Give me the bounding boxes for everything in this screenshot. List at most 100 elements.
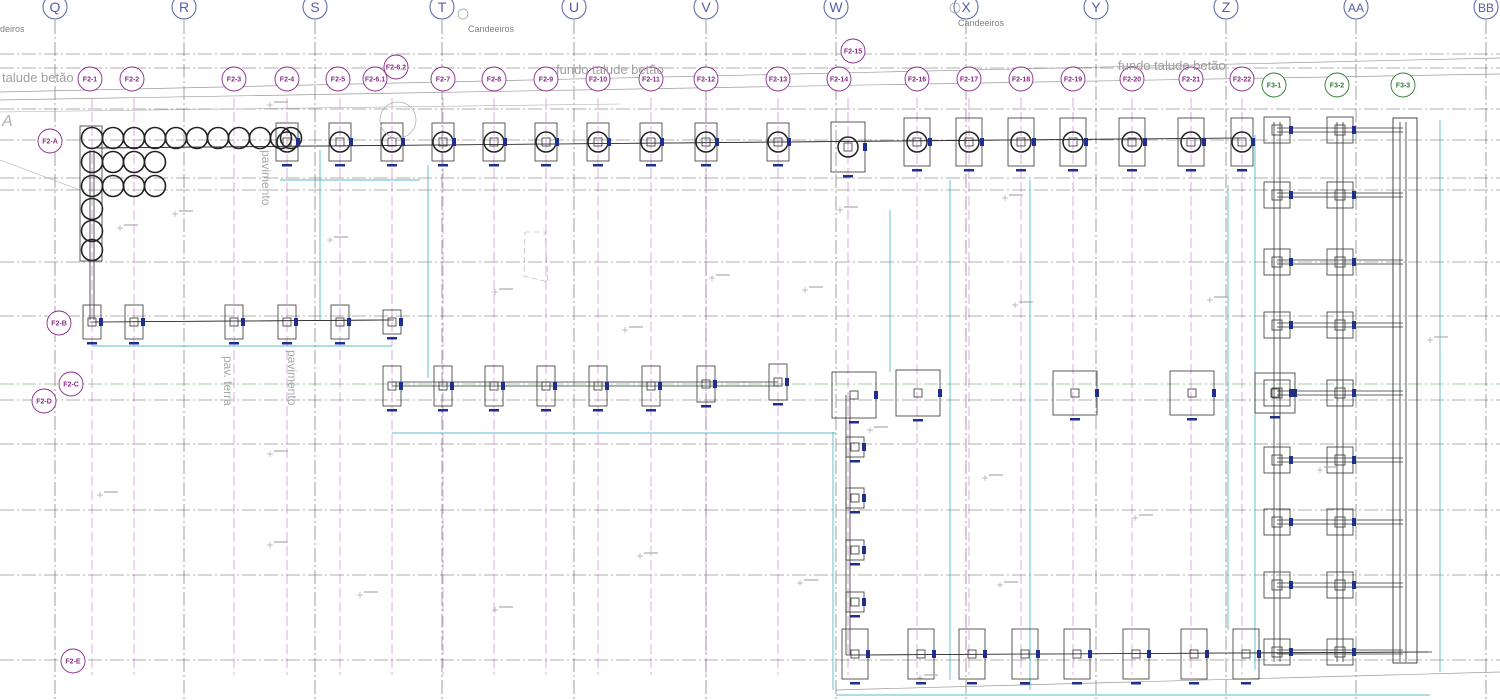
pile-circle [958, 131, 980, 153]
dimension-marker [1237, 169, 1247, 172]
column-box [1186, 137, 1196, 147]
column-box [1334, 579, 1346, 591]
footing-outline [845, 591, 865, 613]
bubble-circle [429, 0, 455, 20]
dimension-marker [296, 138, 300, 146]
pile-circle [206, 126, 230, 150]
dimension-marker [928, 138, 932, 146]
column-box [1016, 137, 1026, 147]
dimension-marker [787, 138, 791, 146]
bubble-label: F3-3 [1396, 83, 1411, 90]
pile-circle [101, 174, 125, 198]
bubble-label: F2-17 [960, 77, 978, 84]
bubble-circle [693, 0, 719, 20]
pile-footing [328, 122, 353, 167]
bubble-label: F2-B [51, 321, 67, 328]
footing [382, 309, 403, 340]
footing-outline [1169, 370, 1215, 416]
footing [484, 365, 505, 412]
bubble-label: F2-16 [908, 77, 926, 84]
dimension-marker [1257, 650, 1261, 658]
dimension-marker [593, 164, 603, 167]
dimension-marker [1020, 682, 1030, 685]
bubble-circle [46, 310, 72, 336]
footing [224, 304, 245, 345]
bubble-circle [119, 66, 145, 92]
pile-footing [903, 117, 932, 172]
bubble-circle [1083, 0, 1109, 20]
column-box [1271, 256, 1283, 268]
label-f2-4: F2-4 [274, 66, 300, 92]
dimension-marker [282, 342, 292, 345]
column-box [964, 137, 974, 147]
bubble-circle [37, 128, 63, 154]
column-box [541, 381, 551, 391]
dimension-marker [141, 318, 145, 326]
dimension-marker [1068, 169, 1078, 172]
footing [330, 304, 351, 345]
column-box [701, 137, 711, 147]
pile-footing [1118, 117, 1147, 172]
dimension-marker [912, 169, 922, 172]
pavimento-text-1: pavimento [259, 150, 273, 206]
column-box [1271, 124, 1283, 136]
column-box [1270, 388, 1280, 398]
bubble-label: F2-A [42, 139, 58, 146]
footing [536, 365, 557, 412]
label-f2-20: F2-20 [1119, 66, 1145, 92]
pile-circle [837, 136, 859, 158]
pile-circle [279, 126, 303, 150]
pile-cap-outline [79, 125, 103, 262]
bubble-circle [904, 66, 930, 92]
letter-a-text: A [1, 113, 13, 130]
pile-circle [906, 131, 928, 153]
dimension-marker [1293, 389, 1297, 397]
bubble-circle [826, 66, 852, 92]
dimension-marker [1289, 191, 1293, 199]
label-f2-1: F2-1 [77, 66, 103, 92]
f3-footing [1263, 571, 1291, 599]
dimension-marker [607, 138, 611, 146]
pile-circle [185, 126, 209, 150]
column-box [1271, 579, 1283, 591]
footing [641, 365, 662, 412]
bubble-circle [274, 66, 300, 92]
dimension-marker [938, 389, 942, 397]
column-box [916, 649, 926, 659]
label-f3-3: F3-3 [1390, 72, 1416, 98]
dimension-marker [335, 164, 345, 167]
pile-cluster [79, 125, 303, 262]
bubble-circle [58, 371, 84, 397]
footing-outline [845, 539, 865, 561]
dimension-marker [862, 546, 866, 554]
bubble-label: F2-7 [436, 77, 451, 84]
label-f2-2: F2-2 [119, 66, 145, 92]
f3-footing [1326, 571, 1354, 599]
column-box [229, 317, 239, 327]
f3-footing [1326, 638, 1354, 666]
pile-circle [1121, 131, 1143, 153]
grid-bubble-u: U [561, 0, 587, 20]
grid-bubble-x: X [953, 0, 979, 20]
pile-circle [101, 150, 125, 174]
dimension-marker [99, 318, 103, 326]
grid-label: V [701, 0, 711, 15]
bubble-label: F2-6.2 [386, 65, 406, 72]
pile-footing [431, 122, 456, 167]
talude-mid-text: fundo talude betão [556, 62, 664, 77]
column-box [1271, 516, 1283, 528]
f3-footing [1326, 508, 1354, 536]
bubble-circle [765, 66, 791, 92]
foundations [82, 117, 1297, 685]
bubble-label: F2-9 [539, 77, 554, 84]
pile-footing [275, 122, 300, 167]
dimension-marker [916, 682, 926, 685]
dimension-marker [282, 164, 292, 167]
pile-circle [101, 126, 125, 150]
bubble-label: F2-10 [589, 77, 607, 84]
column-box [387, 137, 397, 147]
f3-footing [1263, 116, 1291, 144]
label-f3-1: F3-1 [1261, 72, 1287, 98]
dimension-marker [1241, 682, 1251, 685]
dimension-marker [1352, 126, 1356, 134]
